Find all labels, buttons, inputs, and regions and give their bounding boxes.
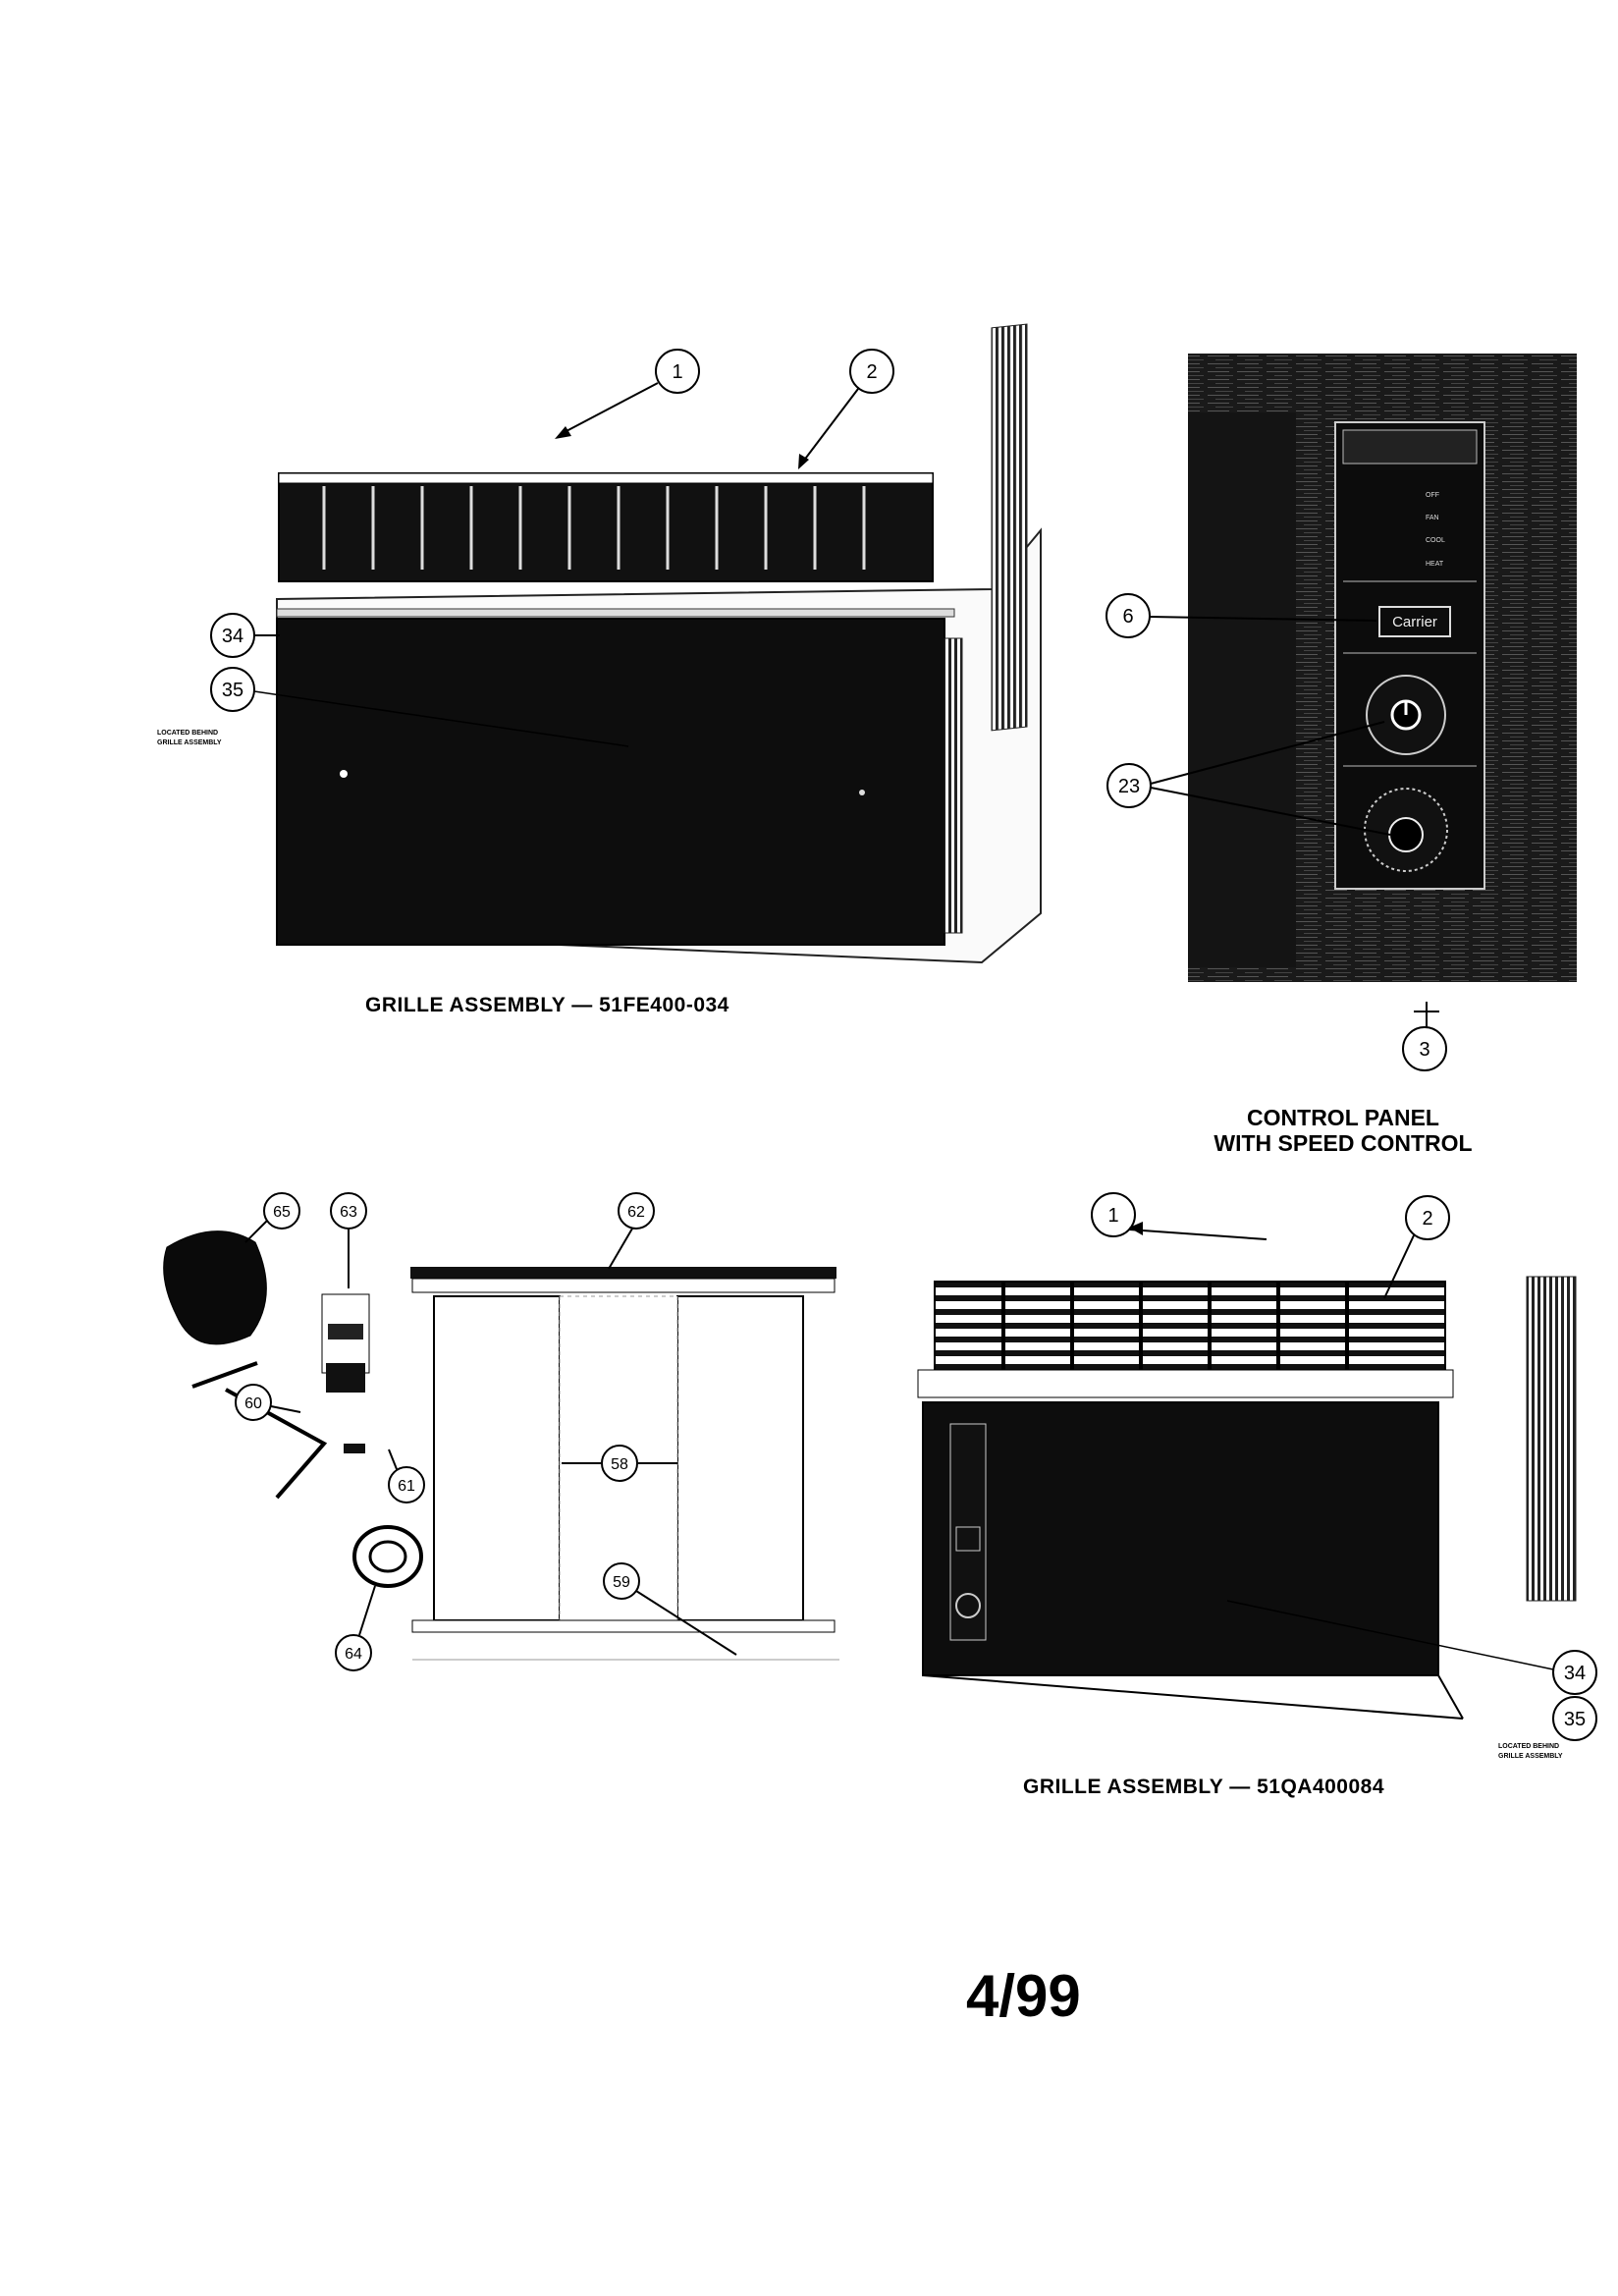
caption-control-panel-line2: WITH SPEED CONTROL (1214, 1130, 1473, 1156)
located-behind-note-b2: GRILLE ASSEMBLY (1498, 1753, 1563, 1760)
callout-1-a: 1 (555, 349, 700, 439)
located-behind-note-a2: GRILLE ASSEMBLY (157, 739, 222, 746)
svg-text:61: 61 (398, 1478, 415, 1495)
brand-badge (1378, 606, 1451, 637)
svg-text:59: 59 (613, 1574, 630, 1591)
callout-6: 6 (1106, 593, 1377, 638)
callout-1-b: 1 (1091, 1192, 1267, 1240)
top-rail-part (410, 1267, 836, 1279)
caption-grille-assembly-b: GRILLE ASSEMBLY — 51QA400084 (1023, 1776, 1385, 1798)
svg-text:63: 63 (340, 1204, 357, 1221)
svg-text:2: 2 (866, 361, 877, 383)
svg-text:34: 34 (1564, 1663, 1586, 1684)
mode-heat: HEAT (1426, 561, 1444, 568)
svg-text:2: 2 (1422, 1208, 1432, 1230)
top-louvers-a (278, 472, 934, 582)
svg-text:23: 23 (1118, 776, 1140, 797)
callout-59: 59 (603, 1562, 737, 1656)
callout-34-a: 34 (210, 613, 280, 658)
louver-blades-a (322, 486, 866, 570)
callout-58: 58 (562, 1445, 677, 1482)
svg-text:35: 35 (1564, 1709, 1586, 1730)
callout-63: 63 (330, 1192, 367, 1288)
located-behind-note-a1: LOCATED BEHIND (157, 730, 218, 737)
callout-23: 23 (1106, 721, 1391, 836)
front-panel-b (922, 1401, 1439, 1676)
caption-grille-assembly-a: GRILLE ASSEMBLY — 51FE400-034 (365, 994, 729, 1016)
page-number: 4/99 (966, 1963, 1081, 2029)
grille-assembly-b: 1 2 34 35 LOCATED BEHIND GRILLE ASSEMBLY (917, 1192, 1597, 1760)
callout-35-b: 35 (1552, 1696, 1597, 1741)
caption-control-panel: CONTROL PANEL WITH SPEED CONTROL (1196, 1105, 1490, 1156)
side-vent-a (991, 323, 1028, 732)
grille-assembly-a: 1 2 34 35 LOCATED BEHIND GRILLE ASSEMBLY (157, 323, 1042, 964)
callout-60: 60 (235, 1384, 301, 1421)
svg-text:3: 3 (1419, 1039, 1429, 1061)
callout-64: 64 (335, 1585, 376, 1671)
svg-text:6: 6 (1122, 606, 1133, 628)
mode-off: OFF (1426, 492, 1439, 499)
svg-text:60: 60 (244, 1395, 262, 1412)
svg-text:34: 34 (222, 626, 243, 647)
svg-text:65: 65 (273, 1204, 291, 1221)
svg-text:1: 1 (672, 361, 682, 383)
svg-text:62: 62 (627, 1204, 645, 1221)
caption-control-panel-line1: CONTROL PANEL (1247, 1105, 1439, 1130)
svg-text:58: 58 (611, 1456, 628, 1473)
callout-2-a: 2 (798, 349, 894, 469)
mode-cool: COOL (1426, 537, 1445, 544)
foam-seal-part (163, 1230, 267, 1345)
callout-65: 65 (244, 1192, 300, 1243)
mode-fan: FAN (1426, 515, 1439, 521)
callout-2-b: 2 (1383, 1195, 1450, 1299)
side-curtain-right (676, 1295, 804, 1621)
bracket-part (191, 1361, 328, 1500)
callout-3: 3 (1402, 1002, 1447, 1071)
front-panel-a (276, 618, 945, 946)
side-vent-b (1526, 1276, 1577, 1602)
svg-text:1: 1 (1107, 1205, 1118, 1227)
callout-34-b: 34 (1226, 1600, 1597, 1695)
located-behind-note-b1: LOCATED BEHIND (1498, 1743, 1559, 1750)
side-curtain-left (433, 1295, 561, 1621)
callout-62: 62 (608, 1192, 655, 1270)
callout-35-a: 35 (210, 667, 629, 747)
brand-logo-text: Carrier (1392, 614, 1437, 630)
drain-fitting-part (352, 1525, 423, 1588)
callout-61: 61 (388, 1449, 425, 1503)
screws-part (344, 1444, 365, 1453)
installation-kit: 65 63 62 58 (163, 1192, 839, 1671)
svg-text:64: 64 (345, 1646, 362, 1663)
control-panel-assembly: OFF FAN COOL HEAT Carrier 6 23 (1106, 354, 1577, 1071)
svg-text:35: 35 (222, 680, 243, 701)
